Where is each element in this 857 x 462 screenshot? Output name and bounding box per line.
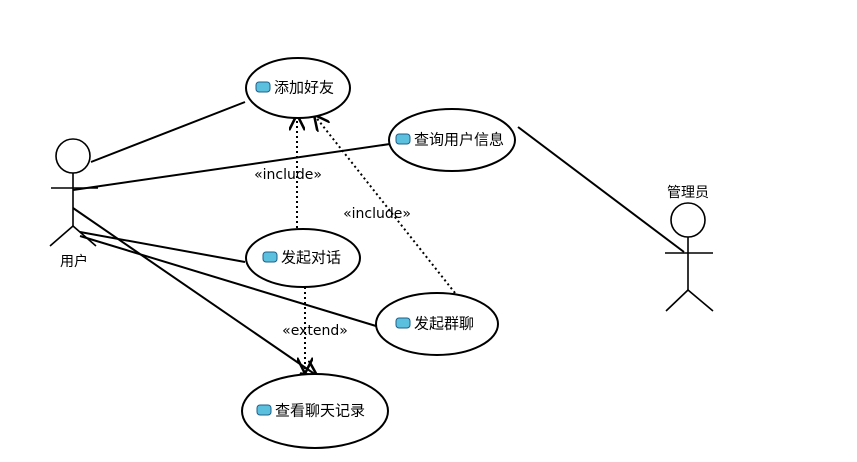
- actor-admin-leg-right: [687, 289, 714, 312]
- actor-admin-leg-left: [665, 289, 689, 312]
- include-label-1: «include»: [254, 167, 322, 183]
- use-case-icon: [256, 404, 272, 416]
- use-case-add-friend-label: 添加好友: [274, 79, 334, 97]
- include-label-2: «include»: [343, 206, 411, 222]
- actor-user-label: 用户: [60, 253, 88, 270]
- use-case-start-chat-label: 发起对话: [281, 249, 341, 267]
- use-case-start-chat[interactable]: 发起对话: [245, 228, 361, 288]
- extend-label: «extend»: [282, 323, 348, 339]
- assoc-user-group-chat: [79, 235, 377, 327]
- use-case-view-history[interactable]: 查看聊天记录: [241, 373, 389, 449]
- assoc-user-start-chat: [79, 231, 246, 263]
- use-case-group-chat-label: 发起群聊: [414, 315, 474, 333]
- use-case-query-user-label: 查询用户信息: [414, 131, 504, 149]
- use-case-view-history-label: 查看聊天记录: [275, 402, 365, 420]
- use-case-icon: [255, 81, 271, 93]
- use-case-add-friend[interactable]: 添加好友: [245, 57, 351, 119]
- assoc-user-add-friend: [90, 101, 246, 163]
- use-case-group-chat[interactable]: 发起群聊: [375, 292, 499, 356]
- use-case-icon: [262, 251, 278, 263]
- actor-user-leg-left: [49, 225, 74, 247]
- use-case-icon: [395, 133, 411, 145]
- actor-admin[interactable]: 管理员: [665, 185, 714, 312]
- actor-user[interactable]: 用户: [49, 138, 98, 270]
- use-case-icon: [395, 317, 411, 329]
- actor-user-leg-right: [72, 225, 97, 247]
- assoc-user-view-history: [72, 207, 316, 375]
- assoc-user-query-user: [72, 143, 391, 191]
- actor-admin-head: [670, 202, 706, 238]
- use-case-query-user[interactable]: 查询用户信息: [388, 108, 516, 172]
- assoc-admin-query-user: [517, 126, 685, 253]
- actor-admin-label: 管理员: [667, 185, 709, 201]
- actor-user-head: [55, 138, 91, 174]
